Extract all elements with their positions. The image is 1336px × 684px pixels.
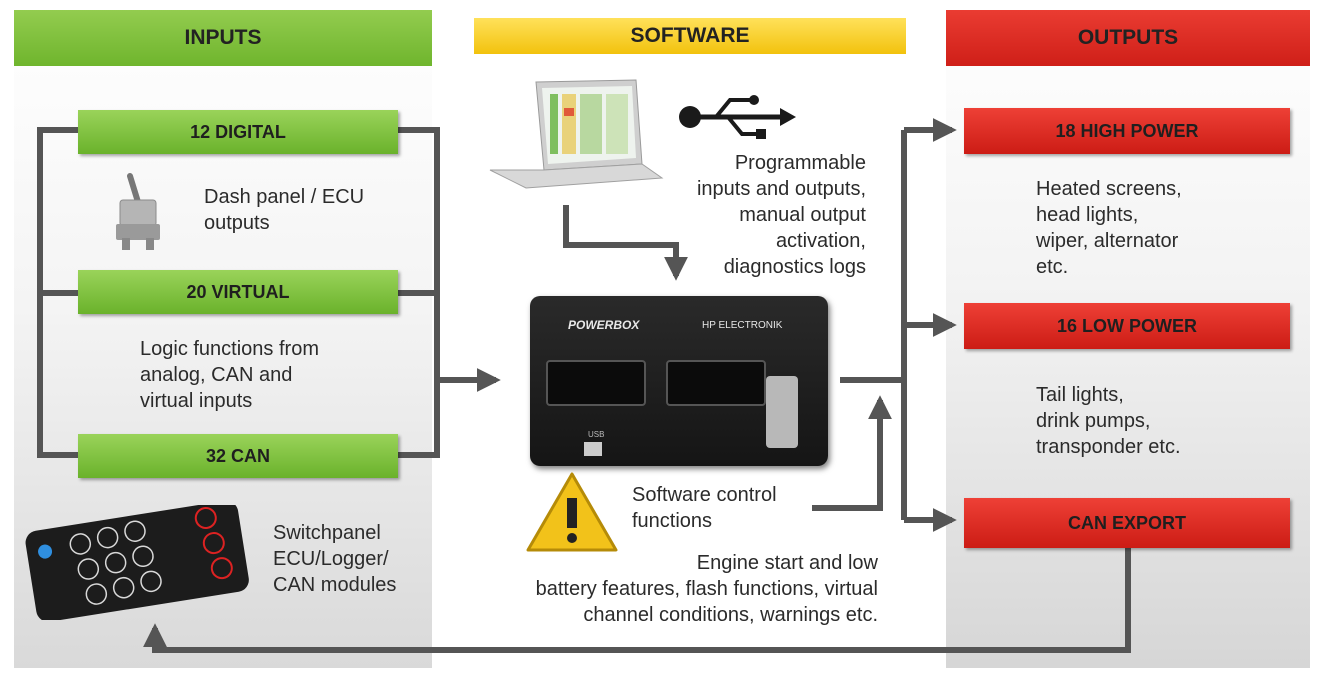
engine-features-description: Engine start and low battery features, f… [535, 552, 878, 626]
right-connector [666, 360, 766, 406]
digital-inputs-description: Dash panel / ECU outputs [204, 186, 365, 234]
can-inputs-description: Switchpanel ECU/Logger/ CAN modules [273, 522, 397, 596]
device-usb-port [584, 442, 602, 456]
switchpanel-keypad-icon [25, 505, 249, 620]
high-power-description: Heated screens, head lights, wiper, alte… [1036, 178, 1182, 278]
can-export-box: CAN EXPORT [964, 498, 1290, 548]
device-usb-label: USB [588, 430, 605, 439]
programmable-description: Programmable inputs and outputs, manual … [696, 152, 866, 278]
low-power-outputs-box: 16 LOW POWER [964, 303, 1290, 349]
can-export-loop-arrow [143, 548, 1131, 653]
inputs-header: INPUTS [14, 10, 432, 66]
device-brand-label: POWERBOX [568, 318, 640, 332]
low-power-description: Tail lights, drink pumps, transponder et… [1036, 384, 1181, 458]
powerbox-device: POWERBOX HP ELECTRONIK USB [530, 296, 828, 466]
laptop-to-device-arrow [563, 205, 688, 281]
outputs-header: OUTPUTS [946, 10, 1310, 66]
virtual-inputs-box: 20 VIRTUAL [78, 270, 398, 314]
device-maker-label: HP ELECTRONIK [702, 320, 783, 331]
software-header: SOFTWARE [474, 18, 906, 54]
power-terminal [766, 376, 798, 448]
toggle-switch-icon [116, 173, 160, 250]
usb-icon [679, 95, 796, 139]
virtual-inputs-description: Logic functions from analog, CAN and vir… [140, 338, 319, 412]
software-control-arrow [812, 395, 892, 511]
software-control-description: Software control functions [632, 484, 777, 532]
warning-icon [526, 472, 618, 552]
laptop-icon [489, 79, 664, 189]
digital-inputs-box: 12 DIGITAL [78, 110, 398, 154]
left-connector [546, 360, 646, 406]
can-inputs-box: 32 CAN [78, 434, 398, 478]
high-power-outputs-box: 18 HIGH POWER [964, 108, 1290, 154]
